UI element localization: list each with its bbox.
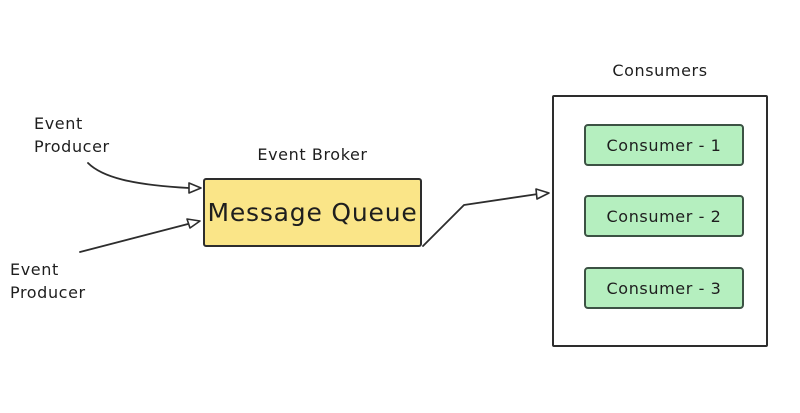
arrowhead-queue-to-consumers-icon: [535, 188, 550, 200]
producer-bottom-label: Event Producer: [10, 260, 86, 302]
consumer-1-label: Consumer - 1: [606, 135, 722, 155]
arrowhead-producer-top-icon: [188, 182, 202, 194]
consumer-3-label: Consumer - 3: [606, 278, 722, 298]
producer-top-label: Event Producer: [34, 114, 110, 156]
arrow-producer-bottom-to-queue: [79, 223, 189, 253]
event-broker-label: Event Broker: [257, 145, 368, 164]
consumer-3-box: Consumer - 3: [584, 267, 744, 309]
arrow-producer-top-to-queue: [87, 162, 190, 189]
message-queue-box: Message Queue: [203, 178, 422, 247]
arrowhead-producer-bottom-icon: [186, 218, 201, 229]
consumer-2-box: Consumer - 2: [584, 195, 744, 237]
consumers-container: Consumer - 1 Consumer - 2 Consumer - 3: [552, 95, 768, 347]
consumer-1-box: Consumer - 1: [584, 124, 744, 166]
consumer-2-label: Consumer - 2: [606, 206, 722, 226]
message-queue-label: Message Queue: [207, 198, 418, 227]
arrow-queue-to-consumers: [422, 193, 539, 247]
consumers-group-label: Consumers: [612, 61, 708, 80]
